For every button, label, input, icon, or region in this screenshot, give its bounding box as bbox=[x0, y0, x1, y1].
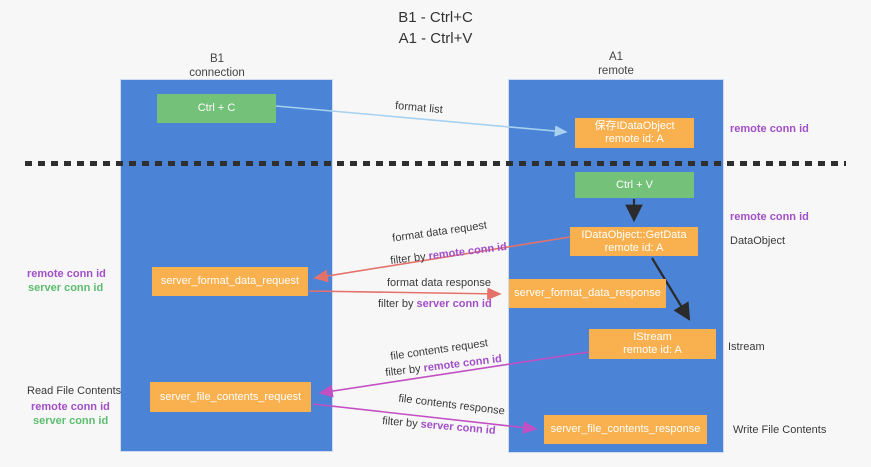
server-format-data-response-label: server_format_data_response bbox=[514, 287, 661, 299]
left-column-name: B1 bbox=[209, 53, 225, 65]
title-line-1: B1 - Ctrl+C bbox=[398, 9, 473, 26]
left-remote-conn-id-bottom: remote conn id bbox=[31, 401, 110, 413]
server-format-data-request-box: server_format_data_request bbox=[152, 267, 308, 296]
filter-by-text: filter by bbox=[381, 415, 422, 431]
left-column-header: B1 connection bbox=[120, 52, 314, 80]
save-dataobject-line1: 保存IDataObject bbox=[594, 120, 675, 132]
server-file-contents-response-label: server_file_contents_response bbox=[550, 423, 701, 435]
istream-line1: IStream bbox=[633, 331, 672, 343]
left-server-conn-id-top: server conn id bbox=[28, 282, 104, 294]
right-column-role: remote bbox=[598, 65, 634, 77]
istream-box: IStream remote id: A bbox=[589, 329, 716, 359]
format-list-label: format list bbox=[394, 99, 444, 117]
file-contents-response-filter-label: filter by server conn id bbox=[382, 415, 496, 438]
left-server-conn-id-bottom: server conn id bbox=[33, 415, 109, 427]
filter-server-conn-id: server conn id bbox=[420, 418, 497, 437]
filter-by-text: filter by bbox=[378, 298, 417, 310]
right-remote-conn-id-mid: remote conn id bbox=[730, 211, 809, 223]
left-column-role: connection bbox=[189, 67, 245, 79]
filter-server-conn-id: server conn id bbox=[416, 298, 492, 310]
right-column-header: A1 remote bbox=[508, 50, 724, 78]
server-file-contents-request-box: server_file_contents_request bbox=[150, 382, 311, 412]
format-data-response-label: format data response bbox=[387, 277, 491, 289]
right-istream-label: Istream bbox=[728, 341, 765, 353]
getdata-line2: remote id: A bbox=[604, 241, 664, 254]
server-format-data-request-label: server_format_data_request bbox=[160, 275, 300, 287]
right-remote-conn-id-top: remote conn id bbox=[730, 123, 809, 135]
filter-remote-conn-id: remote conn id bbox=[427, 240, 508, 263]
server-format-data-response-box: server_format_data_response bbox=[509, 279, 666, 308]
server-file-contents-request-label: server_file_contents_request bbox=[159, 390, 302, 403]
format-data-request-filter-label: filter by remote conn id bbox=[390, 241, 508, 268]
save-dataobject-box: 保存IDataObject remote id: A bbox=[575, 118, 694, 148]
format-data-request-label: format data request bbox=[391, 219, 488, 245]
left-remote-conn-id-top: remote conn id bbox=[27, 268, 106, 280]
read-file-contents-label: Read File Contents bbox=[27, 385, 122, 397]
istream-line2: remote id: A bbox=[623, 344, 682, 356]
right-dataobject-label: DataObject bbox=[730, 235, 786, 247]
server-file-contents-response-box: server_file_contents_response bbox=[544, 415, 707, 444]
right-column-name: A1 bbox=[608, 51, 624, 63]
arrow-format-data-response bbox=[308, 287, 502, 301]
file-contents-response-label: file contents response bbox=[397, 392, 506, 418]
getdata-line1: IDataObject::GetData bbox=[581, 228, 687, 241]
filter-by-text: filter by bbox=[389, 250, 430, 268]
diagram-title: B1 - Ctrl+C A1 - Ctrl+V bbox=[0, 7, 871, 49]
save-dataobject-line2: remote id: A bbox=[605, 133, 664, 145]
title-line-2: A1 - Ctrl+V bbox=[398, 30, 473, 47]
write-file-contents-label: Write File Contents bbox=[733, 424, 827, 436]
filter-by-text: filter by bbox=[384, 362, 425, 380]
format-data-response-filter-label: filter by server conn id bbox=[378, 298, 492, 311]
ctrl-v-label: Ctrl + V bbox=[616, 178, 653, 191]
ctrl-v-box: Ctrl + V bbox=[575, 172, 694, 198]
getdata-box: IDataObject::GetData remote id: A bbox=[570, 227, 698, 256]
machine-boundary-dashed-line bbox=[25, 161, 846, 166]
ctrl-c-label: Ctrl + C bbox=[197, 102, 236, 114]
ctrl-c-box: Ctrl + C bbox=[157, 94, 276, 123]
